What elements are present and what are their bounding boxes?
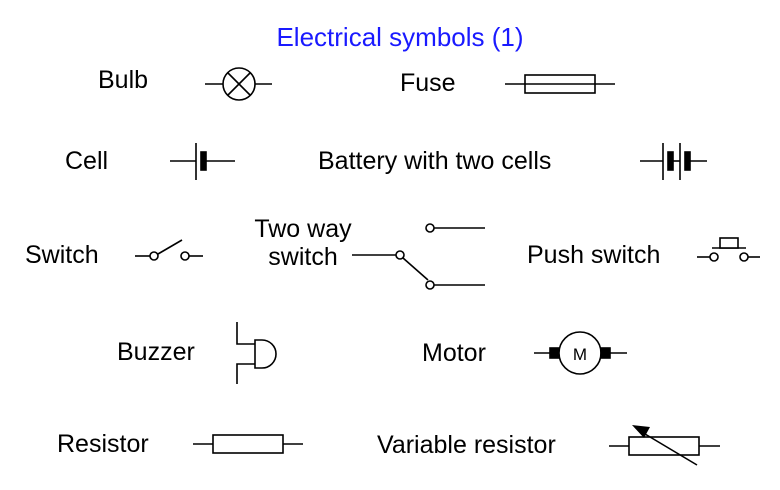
two-way-switch-symbol: [352, 223, 485, 290]
two-way-switch-label-line2: switch: [268, 242, 338, 271]
two-way-switch-label-line1: Two way: [254, 215, 352, 243]
battery-symbol: [640, 143, 707, 180]
buzzer-symbol: [236, 322, 277, 384]
bulb-symbol: [205, 67, 272, 101]
bulb-label: Bulb: [98, 66, 149, 94]
resistor-symbol: [193, 434, 303, 454]
push-switch-label: Push switch: [527, 241, 661, 269]
variable-resistor-label: Variable resistor: [377, 431, 556, 459]
diagram-title: Electrical symbols (1): [276, 22, 524, 52]
motor-symbol: M: [534, 331, 627, 375]
switch-label: Switch: [25, 241, 99, 269]
push-switch-symbol: [697, 237, 760, 262]
fuse-label: Fuse: [400, 69, 456, 97]
buzzer-label: Buzzer: [117, 338, 195, 366]
resistor-label: Resistor: [57, 430, 149, 458]
variable-resistor-symbol: [609, 425, 720, 466]
fuse-symbol: [505, 74, 615, 94]
battery-label: Battery with two cells: [318, 147, 552, 175]
cell-label: Cell: [65, 147, 109, 175]
motor-symbol-letter: M: [573, 345, 587, 364]
cell-symbol: [170, 143, 235, 180]
motor-label: Motor: [422, 339, 486, 367]
switch-symbol: [135, 239, 203, 261]
two-way-switch-label: Two way switch: [244, 215, 362, 271]
